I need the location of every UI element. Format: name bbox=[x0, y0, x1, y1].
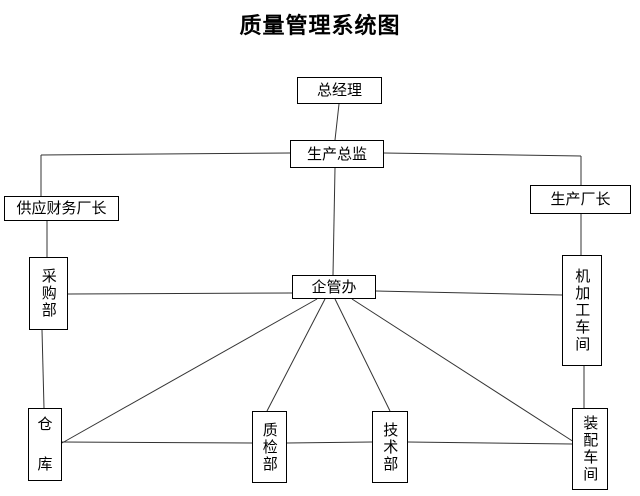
quality-inspection-label: 质检部 bbox=[260, 421, 279, 473]
edge-admin-tech bbox=[334, 298, 391, 412]
edge-director-right bbox=[383, 152, 582, 157]
quality-inspection-node: 质检部 bbox=[252, 411, 287, 483]
general-manager-node: 总经理 bbox=[297, 77, 382, 104]
edge-director-left bbox=[40, 152, 291, 156]
assembly-workshop-node: 装配车间 bbox=[572, 408, 608, 490]
purchasing-dept-label: 采购部 bbox=[39, 268, 58, 319]
warehouse-label-bottom: 库 bbox=[37, 455, 53, 473]
general-manager-label: 总经理 bbox=[316, 81, 362, 99]
production-director-label: 生产总监 bbox=[306, 144, 367, 163]
technology-dept-label: 技术部 bbox=[381, 421, 400, 473]
edge-purchasing-admin bbox=[67, 292, 293, 295]
admin-office-node: 企管办 bbox=[292, 275, 376, 299]
edge-tech-assembly bbox=[407, 441, 573, 445]
technology-dept-node: 技术部 bbox=[372, 411, 408, 483]
edge-purchasing-warehouse bbox=[41, 329, 45, 409]
edge-warehouse-qc bbox=[61, 441, 253, 444]
plant-manager-node: 生产厂长 bbox=[530, 185, 631, 214]
plant-manager-label: 生产厂长 bbox=[550, 190, 611, 208]
supply-finance-manager-label: 供应财务厂长 bbox=[16, 199, 107, 217]
machining-workshop-label: 机加工车间 bbox=[573, 268, 592, 353]
supply-finance-manager-node: 供应财务厂长 bbox=[4, 196, 119, 221]
warehouse-label-top: 仓 bbox=[37, 415, 53, 433]
warehouse-node: 仓 库 bbox=[28, 408, 62, 481]
purchasing-dept-node: 采购部 bbox=[29, 257, 68, 330]
production-director-node: 生产总监 bbox=[290, 140, 384, 168]
assembly-workshop-label: 装配车间 bbox=[581, 415, 600, 483]
edge-admin-warehouse bbox=[61, 298, 318, 444]
edge-admin-qc bbox=[266, 298, 326, 412]
admin-office-label: 企管办 bbox=[311, 277, 357, 296]
edge-director-admin bbox=[332, 167, 336, 276]
edge-admin-machining bbox=[375, 290, 563, 296]
edge-qc-tech bbox=[286, 441, 373, 444]
machining-workshop-node: 机加工车间 bbox=[562, 255, 602, 366]
diagram-title: 质量管理系统图 bbox=[239, 13, 401, 39]
edge-admin-assembly bbox=[351, 298, 575, 443]
edge-gm-director bbox=[334, 103, 340, 141]
